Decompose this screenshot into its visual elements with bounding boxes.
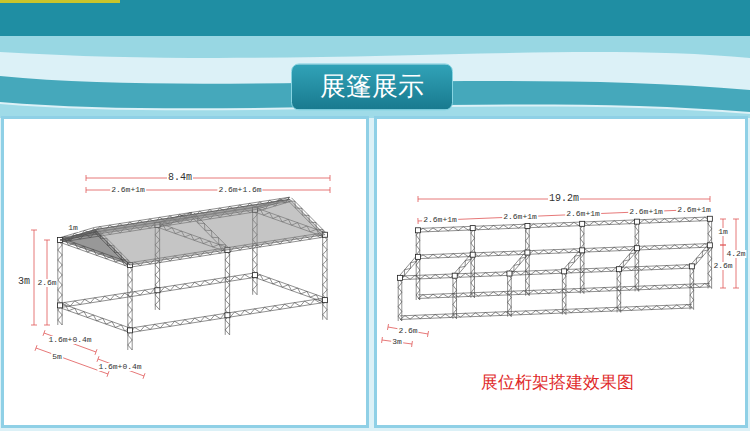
dimension-label: 2.6m+1m	[676, 206, 712, 214]
dimension-lines	[31, 175, 739, 379]
truss-joint	[452, 273, 457, 278]
dimension-label: 2.6m+1.6m	[217, 186, 262, 194]
truss-joint	[580, 248, 585, 253]
roof-canopy	[60, 230, 130, 265]
dimension-label: 1.6m+0.4m	[97, 363, 142, 371]
truss-member	[635, 222, 639, 292]
truss-joint	[155, 288, 160, 293]
truss-member	[416, 230, 420, 300]
truss-joint	[322, 298, 327, 303]
truss-joint	[689, 264, 694, 269]
panel	[3, 118, 368, 427]
caption: 展位桁架搭建效果图	[479, 372, 636, 392]
wave	[0, 36, 750, 58]
dimension-label: 2.6m	[36, 279, 57, 287]
roof-canopy	[95, 199, 325, 265]
truss-member	[400, 265, 692, 280]
truss-member	[58, 240, 62, 325]
top-band	[0, 0, 750, 36]
truss-member	[323, 235, 327, 320]
truss-joint	[616, 267, 621, 272]
truss-joint	[398, 275, 403, 280]
truss-joint	[252, 273, 257, 278]
dimension-label: 8.4m	[167, 173, 193, 183]
truss-joint	[580, 221, 585, 226]
dimension-label: 2.6m	[712, 262, 733, 270]
dimension-label: 4.2m	[725, 250, 746, 258]
truss-joint	[58, 303, 63, 308]
truss-member	[708, 219, 712, 289]
dimension-label: 2.6m+1m	[628, 208, 664, 216]
truss-joint	[634, 219, 639, 224]
truss-member	[398, 278, 402, 321]
dimension-label: 3m	[17, 277, 31, 287]
dimension-label: 2.6m+1m	[565, 210, 601, 218]
tent-truss	[58, 197, 328, 350]
dimension-label: 3m	[391, 338, 403, 346]
truss-joint	[470, 226, 475, 231]
truss-joint	[562, 269, 567, 274]
truss-joint	[128, 328, 133, 333]
truss-joint	[416, 254, 421, 259]
dimension-line	[86, 187, 330, 193]
truss-joint	[507, 271, 512, 276]
dimension-line	[382, 337, 413, 347]
booth-truss	[398, 216, 713, 321]
dimension-line	[43, 330, 97, 355]
dimension-line	[418, 206, 710, 224]
dimension-label: 19.2m	[548, 194, 580, 204]
truss-joint	[707, 243, 712, 248]
truss-joint	[416, 228, 421, 233]
corner-strip	[0, 0, 120, 3]
truss-member	[418, 283, 710, 298]
truss-member	[59, 303, 130, 332]
dimension-label: 2.6m	[397, 327, 418, 335]
truss-member	[418, 244, 710, 259]
truss-member	[130, 298, 326, 333]
dimension-label: 1m	[67, 224, 79, 232]
truss-member	[526, 226, 530, 296]
truss-joint	[225, 313, 230, 318]
dimension-label: 2.6m+1m	[502, 213, 538, 221]
truss-member	[254, 273, 325, 302]
truss-member	[471, 228, 475, 298]
truss-joint	[470, 252, 475, 257]
truss-member	[400, 304, 692, 319]
dimension-line	[31, 230, 37, 325]
dimension-line	[97, 356, 145, 379]
truss-joint	[707, 216, 712, 221]
truss-member	[580, 224, 584, 294]
panel	[376, 118, 747, 427]
truss-member	[128, 265, 132, 350]
section-heading: 展篷展示	[291, 63, 453, 110]
truss-joint	[525, 223, 530, 228]
dimension-label: 5m	[51, 353, 63, 361]
truss-joint	[525, 250, 530, 255]
dimension-line	[387, 324, 428, 337]
dimension-line	[86, 175, 330, 181]
truss-joint	[634, 246, 639, 251]
truss-member	[225, 250, 229, 335]
dimension-label: 2.6m+1m	[110, 186, 146, 194]
dimension-line	[35, 345, 109, 377]
dimension-label: 1.6m+0.4m	[47, 336, 92, 344]
dimension-label: 2.6m+1m	[422, 216, 458, 224]
dimension-label: 1m	[717, 228, 729, 236]
